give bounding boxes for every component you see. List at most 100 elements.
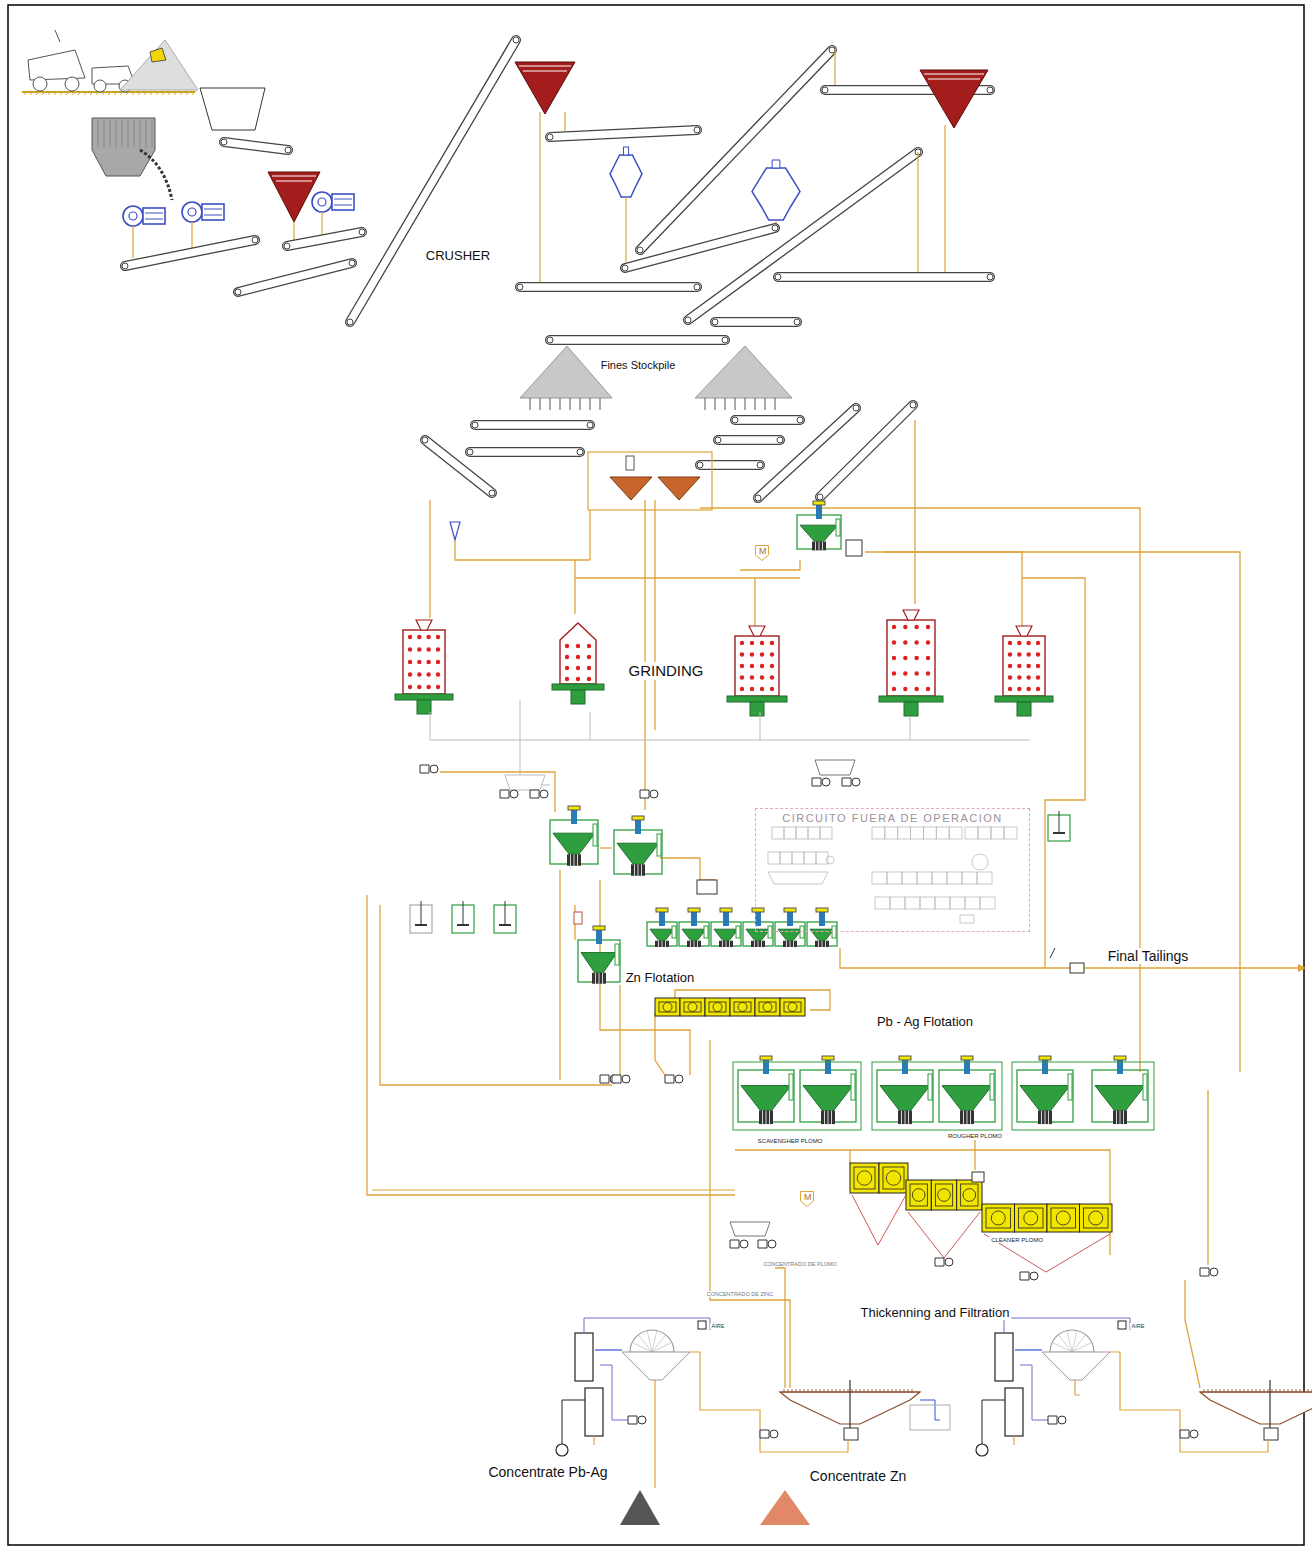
pipe-line — [917, 152, 918, 272]
hopper-grid — [110, 120, 111, 148]
distributor — [626, 456, 634, 470]
drum-filter — [1072, 1335, 1086, 1352]
pipe-line — [775, 1268, 785, 1388]
idle-cell — [965, 827, 978, 839]
mill-media — [587, 655, 591, 659]
ground-hatch — [150, 91, 154, 95]
slurry-pump — [935, 1258, 944, 1266]
column-cell — [780, 998, 805, 1016]
product-label: Concentrate Zn — [808, 1468, 909, 1484]
conveyor-belt — [688, 152, 918, 320]
cell-launder — [851, 1074, 855, 1100]
cell-impeller — [1120, 1111, 1121, 1125]
ground-hatch — [60, 91, 64, 95]
cell-impeller — [815, 542, 816, 551]
sump — [730, 1222, 770, 1236]
pipe-line — [740, 560, 800, 570]
idle-launder — [768, 872, 828, 884]
pipe-line — [690, 1352, 848, 1452]
cell-impeller — [751, 941, 765, 947]
cell-impeller — [658, 941, 659, 947]
pipe-line — [574, 560, 575, 614]
pipe-line — [455, 540, 590, 560]
cell-impeller — [634, 864, 635, 875]
truck-wheel — [33, 77, 47, 91]
section-title: CRUSHER — [424, 249, 492, 264]
cell-tank — [778, 929, 802, 941]
mill-media — [1026, 687, 1030, 691]
cell-impeller — [1113, 1111, 1127, 1125]
hopper-grid — [152, 120, 153, 148]
section-title: Zn Flotation — [624, 971, 697, 986]
filter-trough — [622, 1352, 690, 1380]
mill-media — [903, 671, 907, 675]
conveyor-pulley — [547, 134, 553, 140]
mill-base — [552, 684, 604, 690]
cell-impeller — [901, 1111, 902, 1125]
column-cell — [1047, 1204, 1080, 1232]
mill-media — [426, 685, 430, 689]
stockpile-feeder — [715, 398, 716, 410]
cell-impeller — [1048, 1111, 1049, 1125]
column-cell — [886, 1171, 901, 1186]
cell-impeller — [812, 542, 826, 551]
motor-letter: M — [755, 545, 771, 557]
mill-media — [587, 666, 591, 670]
stockpile-feeder — [745, 398, 746, 410]
stockpile-feeder — [550, 398, 551, 410]
drum-filter — [630, 1330, 674, 1352]
cell-impeller — [754, 941, 755, 947]
mill-media — [1026, 675, 1030, 679]
mill-media — [1008, 664, 1012, 668]
ground-hatch — [132, 91, 136, 95]
jaw-crusher — [145, 213, 163, 214]
conveyor-belt — [715, 317, 797, 327]
ball-mill — [735, 636, 779, 696]
slurry-pump — [530, 790, 539, 798]
cell-impeller — [697, 941, 698, 947]
conveyor-pulley — [755, 495, 761, 501]
mill-media — [892, 671, 896, 675]
thickener-rim — [1200, 1391, 1312, 1392]
conveyor-pulley — [853, 405, 859, 411]
slurry-pump — [770, 1430, 778, 1438]
mill-media — [1017, 687, 1021, 691]
cell-impeller — [821, 1111, 835, 1125]
mill-media — [740, 687, 744, 691]
mill-media — [892, 640, 896, 644]
overflow-line — [920, 1400, 940, 1420]
stream-tag: CONCENTRADO DE ZINC — [705, 1291, 776, 1297]
pipe-line — [700, 508, 1140, 1072]
idle-tank — [972, 854, 988, 870]
conveyor-belt — [718, 436, 780, 443]
pipe-line — [660, 858, 715, 880]
cell-impeller — [690, 941, 691, 947]
conveyor-belt — [550, 336, 725, 343]
conveyor-pulley — [622, 265, 628, 271]
ground-hatch — [36, 91, 40, 95]
idle-cell — [980, 897, 995, 909]
conveyor-pulley — [284, 243, 290, 249]
mill-media — [1017, 664, 1021, 668]
cell-impeller — [567, 854, 581, 865]
cell-impeller — [729, 941, 730, 947]
column-cell — [713, 1003, 722, 1012]
conveyor-pulley — [577, 449, 583, 455]
mill-base — [727, 696, 787, 702]
mill-media — [1008, 687, 1012, 691]
cell-impeller — [726, 941, 727, 947]
idle-cell — [808, 827, 820, 839]
cell-mechanism — [691, 912, 697, 926]
column-cell — [906, 1180, 931, 1210]
slurry-pump — [1180, 1430, 1189, 1438]
jaw-crusher — [334, 205, 352, 206]
ground-hatch — [42, 91, 46, 95]
pipe-line — [974, 1140, 975, 1170]
air-valve — [698, 1321, 706, 1329]
cell-motor — [961, 1056, 973, 1060]
pipe-line — [885, 552, 1022, 627]
column-cell — [788, 1003, 797, 1012]
ground-hatch — [78, 91, 82, 95]
jaw-crusher — [334, 199, 352, 200]
stockpile-feeder — [570, 398, 571, 410]
